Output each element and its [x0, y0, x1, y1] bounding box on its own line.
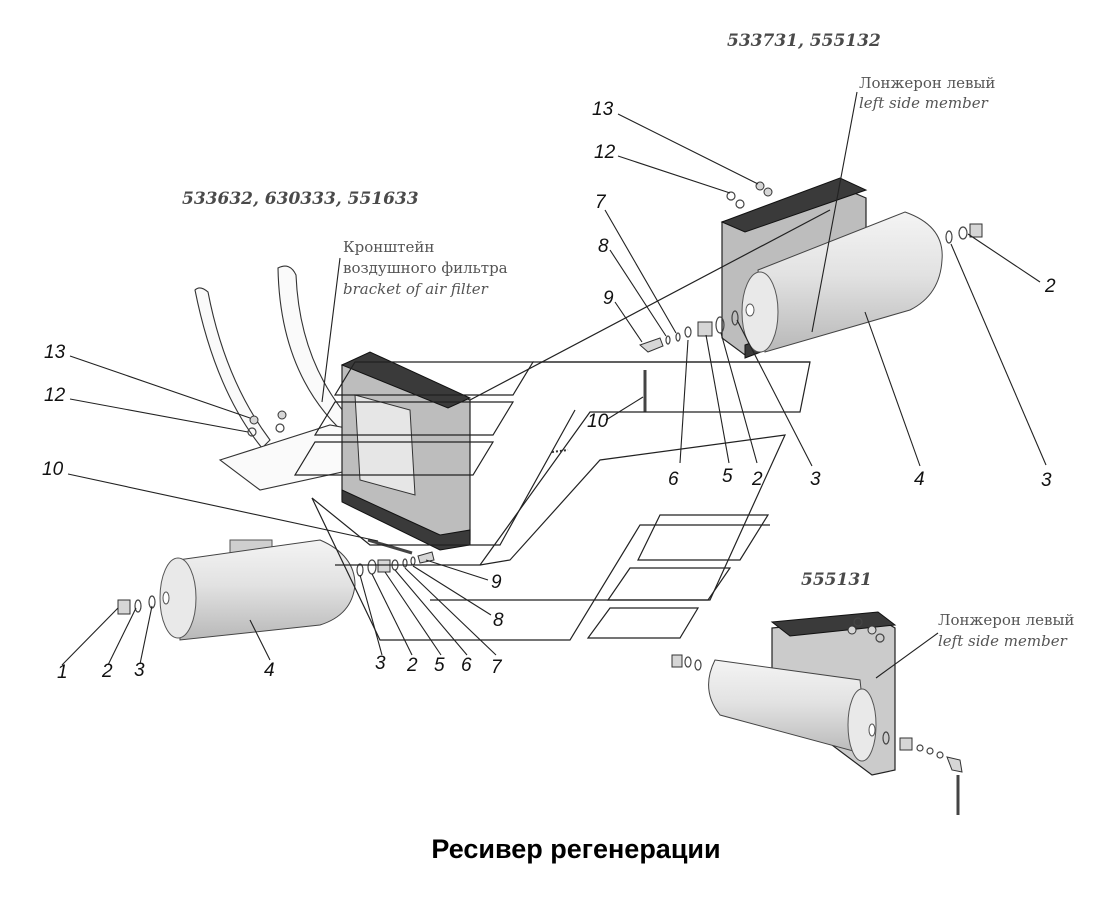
washer-12 [726, 191, 736, 201]
leader-lines [61, 91, 1047, 679]
callout: 13 [44, 342, 66, 363]
receiver-tank-left [159, 539, 356, 641]
assembly-bottom-right [671, 611, 963, 815]
note-side-member-bottom-en: left side member [938, 632, 1068, 650]
callout: 2 [101, 661, 113, 682]
ring-3 [945, 230, 953, 244]
callout: 2 [751, 469, 763, 490]
note-bracket-ru-1: Кронштейн [343, 238, 434, 256]
ring-3-mid [356, 563, 364, 577]
callout: 8 [493, 610, 504, 631]
dash-mark [551, 449, 569, 453]
variant-label-bottom-right: 555131 [801, 570, 872, 590]
ring-2-mid [367, 559, 377, 575]
ring-3-left [731, 310, 739, 326]
note-side-member-top-ru: Лонжерон левый [859, 74, 995, 92]
callout: 6 [668, 469, 679, 490]
callout: 12 [44, 385, 66, 406]
callout: 7 [595, 192, 607, 213]
callout: 9 [603, 288, 614, 309]
callout: 4 [264, 660, 275, 681]
elbow-fitting-9 [639, 337, 664, 353]
variant-label-top-right: 533731, 555132 [727, 31, 881, 51]
note-side-member-top-en: left side member [859, 94, 989, 112]
callout: 6 [461, 655, 472, 676]
fitting-5 [697, 321, 713, 337]
fitting-9-mid [417, 551, 435, 564]
filter-bracket-dark-top [340, 351, 472, 409]
nut-13-left [249, 415, 259, 425]
callout: 5 [722, 466, 733, 487]
assembly-top-right [639, 177, 983, 412]
plug-1 [117, 599, 131, 615]
ring-right-d [936, 751, 944, 759]
plug-nut [969, 223, 983, 238]
ring-7-mid [402, 558, 408, 568]
receiver-tank-top [741, 211, 943, 353]
nut-13-left-b [277, 410, 287, 420]
washer-12b [735, 199, 745, 209]
variant-labels: 533731, 555132 533632, 630333, 551633 55… [182, 31, 881, 590]
notes: Лонжерон левый left side member Кронштей… [343, 74, 1074, 650]
nut-b [867, 625, 877, 635]
callout: 4 [914, 469, 925, 490]
receiver-tank-bottom [708, 659, 877, 762]
washer-12-left-b [275, 423, 285, 433]
fitting-right [899, 737, 913, 751]
filter-bracket-plate [354, 394, 416, 496]
callout: 13 [592, 99, 614, 120]
callout: 5 [434, 655, 445, 676]
callout: 7 [491, 657, 503, 678]
callout: 3 [810, 469, 821, 490]
note-bracket-ru-2: воздушного фильтра [343, 259, 508, 277]
note-bracket-en: bracket of air filter [343, 280, 489, 298]
assembly-left [117, 265, 472, 641]
callout: 10 [587, 411, 609, 432]
washer-a [853, 617, 863, 627]
callout: 9 [491, 572, 502, 593]
callout: 12 [594, 142, 616, 163]
callout-numbers: 13 12 7 8 9 10 2 6 5 2 3 4 3 13 12 10 9 … [42, 99, 1056, 683]
side-member-flange-2 [770, 611, 897, 637]
tube-10-mid [367, 538, 413, 555]
callout: 2 [1044, 276, 1056, 297]
ring-right-b [916, 744, 924, 752]
callout: 3 [134, 660, 145, 681]
side-member-flange [720, 177, 868, 233]
elbow-right [946, 756, 963, 773]
callout: 10 [42, 459, 64, 480]
ring-2 [958, 226, 968, 240]
ring-7 [675, 332, 681, 342]
mounting-outline [293, 209, 831, 641]
ring-6 [684, 326, 692, 338]
callout: 3 [375, 653, 386, 674]
callout: 3 [1041, 470, 1052, 491]
note-side-member-bottom-ru: Лонжерон левый [938, 611, 1074, 629]
plug-left-bottom [671, 654, 683, 668]
ring-8 [665, 335, 671, 345]
fitting-5-mid [377, 559, 391, 573]
ring-bottom-a [684, 656, 692, 668]
strap-outer [194, 287, 271, 449]
ring-bottom-b [694, 659, 702, 671]
washer-b [875, 633, 885, 643]
callout: 2 [406, 655, 418, 676]
washer-2 [715, 316, 725, 334]
ring-right-a [882, 731, 890, 745]
callout: 8 [598, 236, 609, 257]
variant-label-left: 533632, 630333, 551633 [182, 189, 419, 209]
callout: 1 [57, 662, 68, 683]
ring-8-mid [410, 556, 416, 566]
diagram-title: Ресивер регенерации [431, 834, 720, 864]
ring-right-c [926, 747, 934, 755]
nut-13b [763, 187, 773, 197]
strap-inner [277, 265, 361, 441]
nut-a [847, 625, 857, 635]
ring-2-left [134, 599, 142, 613]
